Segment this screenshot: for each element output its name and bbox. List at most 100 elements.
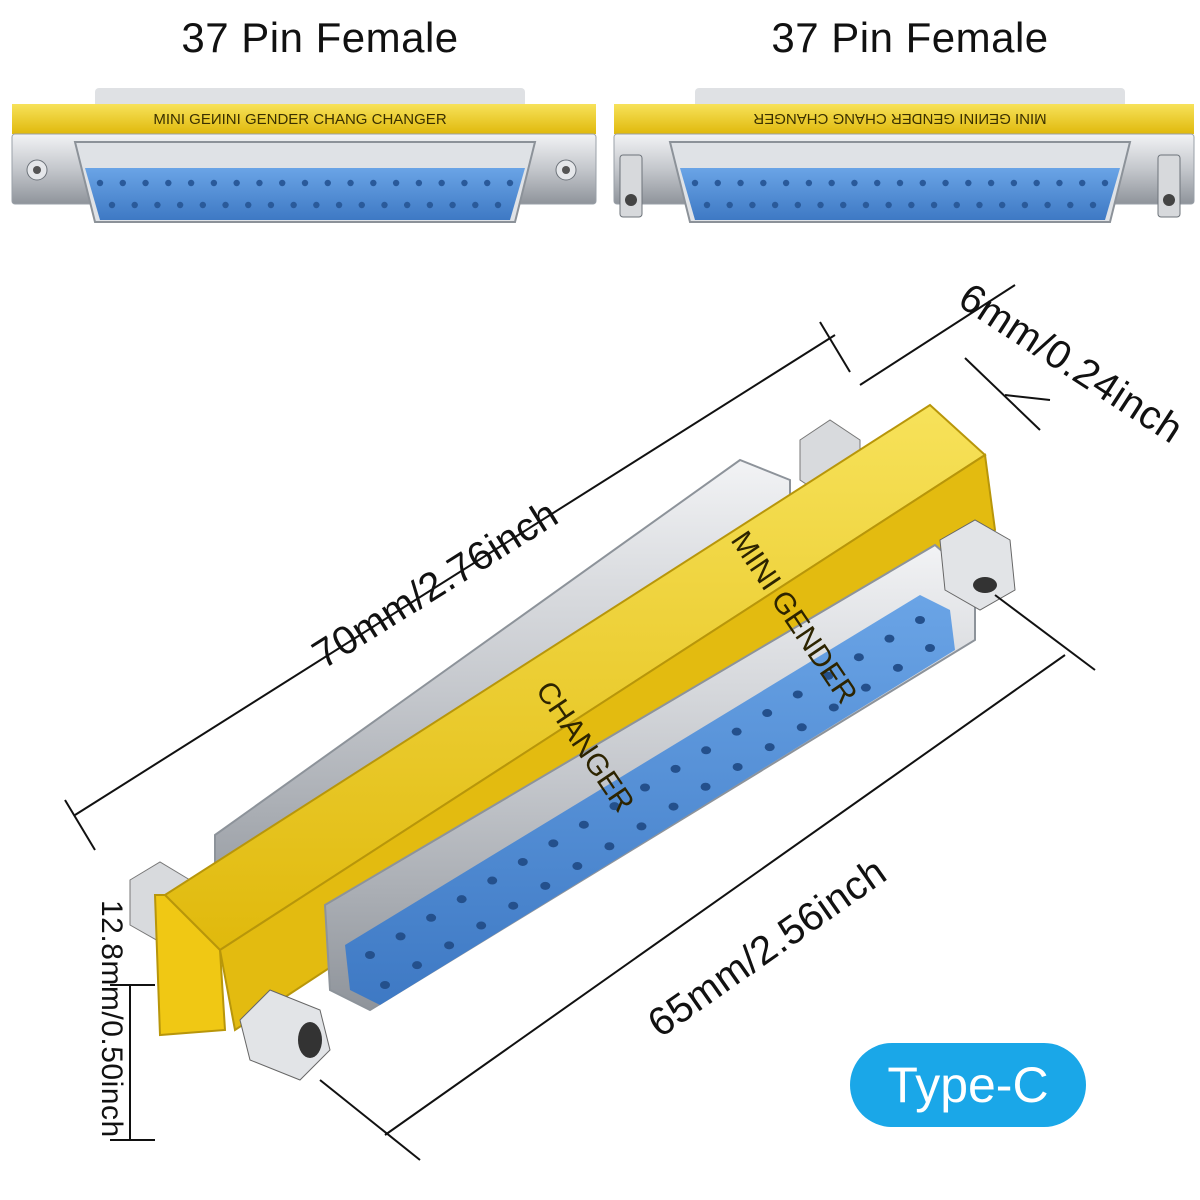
pin-hole: [370, 179, 377, 187]
pin-hole: [714, 179, 721, 187]
pin-hole: [1021, 201, 1029, 209]
pin-hole: [426, 913, 437, 922]
pin-hole: [222, 201, 229, 209]
yellow-band: [614, 104, 1194, 134]
dimension-lines: [64, 284, 1096, 1161]
pin-hole: [851, 179, 858, 187]
pin-hole: [1010, 179, 1018, 187]
pin-hole: [1033, 179, 1040, 187]
pin-hole: [796, 723, 807, 732]
pin-hole: [96, 179, 104, 187]
pin-hole: [1089, 201, 1097, 209]
pin-hole: [670, 764, 681, 773]
pin-hole: [335, 201, 343, 209]
pin-hole: [381, 201, 388, 209]
pin-hole: [896, 179, 904, 187]
pin-hole: [472, 201, 479, 209]
pin-hole: [313, 201, 320, 209]
pin-hole: [461, 179, 468, 187]
pin-hole: [1101, 179, 1109, 187]
pin-hole: [484, 179, 491, 187]
pin-hole: [942, 179, 949, 187]
connector-top-left: [11, 88, 597, 223]
pin-hole: [668, 802, 679, 811]
pin-hole: [415, 179, 423, 187]
dim-label-12mm: 12.8mm/0.50inch: [95, 900, 128, 1138]
pin-hole: [604, 842, 615, 851]
caption-right: 37 Pin Female: [771, 14, 1049, 61]
dim-line-70mm: [74, 334, 836, 816]
pin-hole: [737, 179, 744, 187]
pin-hole: [456, 895, 467, 904]
pin-hole: [1044, 201, 1051, 209]
pin-hole: [301, 179, 309, 187]
pin-hole: [412, 961, 423, 970]
pin-hole: [108, 201, 116, 209]
pin-hole: [976, 201, 983, 209]
pin-hole: [860, 683, 871, 692]
pin-hole: [506, 179, 514, 187]
pin-hole: [925, 644, 935, 652]
pin-hole: [540, 881, 551, 890]
pin-hole: [210, 179, 218, 187]
pin-hole: [771, 201, 779, 209]
pin-hole: [233, 179, 240, 187]
pin-hole: [267, 201, 275, 209]
pin-hole: [953, 201, 960, 209]
pin-hole: [792, 690, 803, 699]
pin-hole: [700, 782, 711, 791]
pin-insert: [85, 168, 525, 220]
pin-hole: [358, 201, 365, 209]
pin-hole: [701, 746, 712, 755]
pin-hole: [636, 822, 647, 831]
pin-hole: [823, 671, 834, 680]
pin-hole: [380, 981, 390, 989]
pin-hole: [760, 179, 767, 187]
pin-hole: [862, 201, 870, 209]
pin-hole: [782, 179, 790, 187]
pin-hole: [1056, 179, 1063, 187]
pin-hole: [919, 179, 926, 187]
pin-hole: [494, 201, 502, 209]
pin-hole: [732, 762, 743, 771]
pin-hole: [853, 653, 864, 662]
pin-insert: [680, 168, 1120, 220]
pin-hole: [703, 201, 711, 209]
pin-hole: [828, 703, 839, 712]
pin-hole: [578, 820, 589, 829]
pin-hole: [476, 921, 487, 930]
band-text-top-left: MINI GEИINI GENDER CHANG CHANGER: [153, 111, 446, 128]
pin-hole: [165, 179, 172, 187]
pin-hole: [874, 179, 881, 187]
pin-hole: [392, 179, 400, 187]
pin-hole: [764, 743, 775, 752]
pin-hole: [885, 201, 892, 209]
pin-hole: [324, 179, 331, 187]
yellow-band: [12, 104, 596, 134]
pin-hole: [444, 941, 455, 950]
pin-hole: [1079, 179, 1086, 187]
pin-hole: [487, 876, 498, 885]
pin-hole: [762, 709, 773, 718]
pin-hole: [449, 201, 456, 209]
pin-hole: [548, 839, 559, 848]
pin-hole: [403, 201, 411, 209]
pin-hole: [987, 179, 995, 187]
pin-hole: [915, 616, 925, 624]
pin-hole: [365, 951, 375, 959]
pin-hole: [726, 201, 733, 209]
pin-hole: [884, 634, 895, 643]
pin-hole: [142, 179, 149, 187]
dim-line-65mm: [384, 654, 1066, 1136]
pin-hole: [347, 179, 354, 187]
caption-left: 37 Pin Female: [181, 14, 459, 61]
pin-hole: [1067, 201, 1074, 209]
pin-hole: [609, 802, 620, 811]
pin-hole: [395, 932, 406, 941]
pin-hole: [794, 201, 802, 209]
pin-hole: [279, 179, 286, 187]
pin-hole: [805, 179, 813, 187]
band-text-top-right: MINI GEИINI GENDER CHANG CHANGER: [753, 110, 1046, 127]
pin-hole: [691, 179, 699, 187]
pin-hole: [187, 179, 195, 187]
